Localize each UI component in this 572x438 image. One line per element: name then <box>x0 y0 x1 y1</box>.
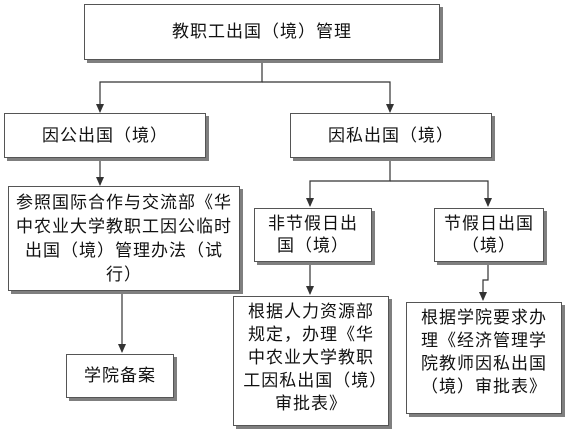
node-holiday: 节假日出国（境） <box>434 208 544 262</box>
node-non-holiday-action-label: 根据人力资源部规定，办理《华中农业大学教职工因私出国（境）审批表》 <box>243 302 379 414</box>
node-holiday-action: 根据学院要求办理《经济管理学院教师因私出国（境）审批表》 <box>406 302 562 414</box>
connector-private-holiday <box>390 180 492 207</box>
node-college-record-label: 学院备案 <box>84 366 156 386</box>
node-public-reference-label: 参照国际合作与交流部《华中农业大学教职工因公临时出国（境）管理办法（试行） <box>16 193 232 285</box>
connector-root-private <box>262 81 394 113</box>
node-non-holiday: 非节假日出国（境） <box>254 208 372 262</box>
connector-root-split <box>96 60 263 113</box>
node-root: 教职工出国（境）管理 <box>84 4 440 60</box>
node-non-holiday-action: 根据人力资源部规定，办理《华中农业大学教职工因私出国（境）审批表》 <box>233 296 389 426</box>
node-private-abroad: 因私出国（境） <box>290 113 492 158</box>
node-holiday-action-label: 根据学院要求办理《经济管理学院教师因私出国（境）审批表》 <box>421 308 547 397</box>
node-holiday-label: 节假日出国（境） <box>444 214 534 256</box>
node-public-reference: 参照国际合作与交流部《华中农业大学教职工因公临时出国（境）管理办法（试行） <box>8 186 240 291</box>
node-non-holiday-label: 非节假日出国（境） <box>268 214 358 256</box>
node-root-label: 教职工出国（境）管理 <box>172 22 352 42</box>
node-public-abroad-label: 因公出国（境） <box>42 125 168 146</box>
node-public-abroad: 因公出国（境） <box>4 113 206 158</box>
connector-holiday-action <box>479 262 489 301</box>
node-private-abroad-label: 因私出国（境） <box>328 125 454 146</box>
node-college-record: 学院备案 <box>66 354 174 398</box>
connector-private-nonholiday <box>306 158 391 207</box>
